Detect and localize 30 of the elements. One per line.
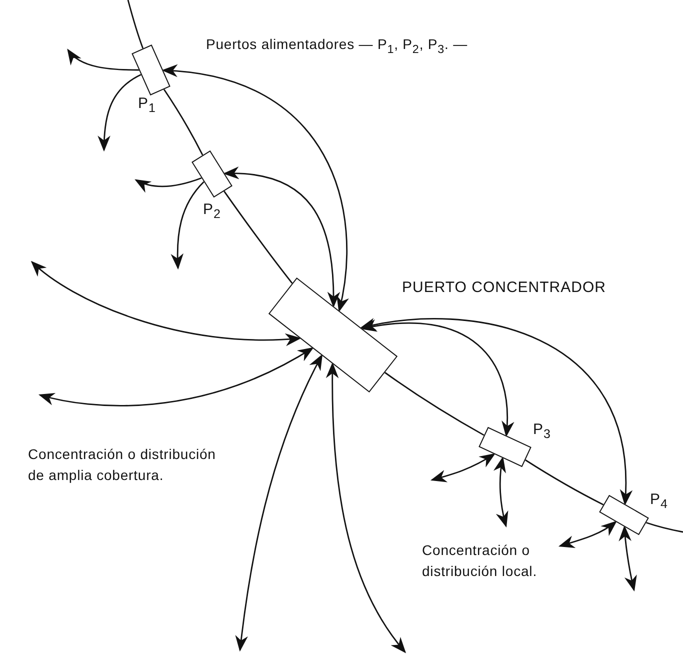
arrow [98, 74, 142, 152]
note-text: Concentración o distribución de amplia cobertura. [28, 445, 217, 485]
port-label: P$_{1}$ [138, 96, 156, 116]
port-label: P$_{2}$ [203, 202, 221, 222]
port-label: P$_{3}$ [533, 422, 551, 442]
arrow [223, 167, 340, 308]
arrow [134, 177, 202, 192]
route-line [646, 522, 683, 533]
arrow [618, 525, 637, 592]
arrow [360, 320, 514, 438]
arrow [30, 260, 302, 346]
arrow [430, 453, 496, 482]
arrow [558, 520, 618, 548]
route-line [525, 459, 604, 506]
note-text: Concentración o distribución local. [422, 541, 538, 581]
arrow [494, 456, 508, 528]
route-line [163, 89, 204, 156]
arrow [235, 354, 323, 652]
port-label: PUERTO CONCENTRADOR [402, 280, 606, 296]
arrow [360, 318, 632, 506]
arrow [326, 362, 406, 654]
arrow [38, 347, 314, 406]
arrow [170, 181, 204, 270]
route-line [224, 190, 293, 284]
arrow [162, 65, 348, 312]
port-label: P$_{4}$ [650, 492, 668, 512]
arrow [67, 48, 139, 71]
note-text: Puertos alimentadores — P$_{1}$, P$_{2}$, P$_{3}$. — [206, 35, 469, 58]
route-line [127, 0, 144, 49]
route-line [384, 372, 484, 436]
